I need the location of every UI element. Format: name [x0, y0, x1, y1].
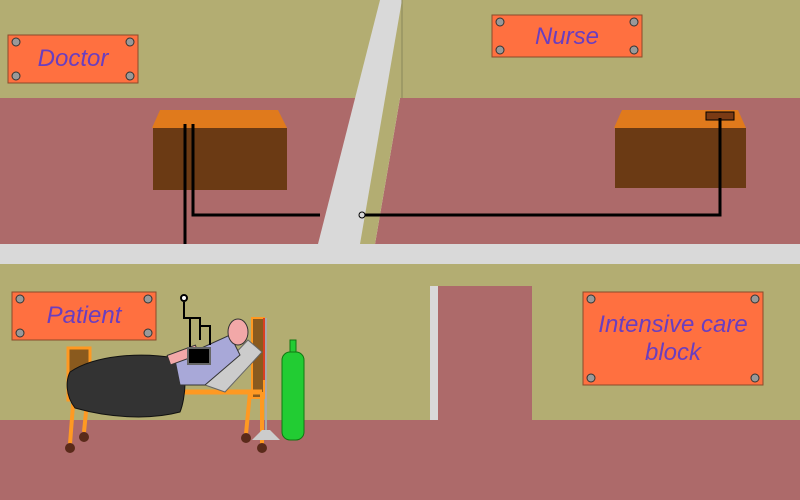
doctor-sign-label: Doctor — [38, 45, 110, 72]
screw-icon — [143, 294, 153, 304]
doctor-desk — [152, 110, 287, 190]
screw-icon — [11, 37, 21, 47]
doctor-sign: Doctor — [7, 34, 139, 84]
icu-door-frame — [430, 286, 438, 420]
icu-sign-label-line2: block — [645, 339, 703, 366]
patient-sign-plate — [11, 291, 157, 341]
patient-room-floor — [0, 420, 800, 500]
nurse-desk-front — [615, 128, 746, 188]
iv-base — [252, 430, 280, 440]
patient-monitor — [180, 294, 211, 365]
monitoring-cables — [183, 118, 722, 244]
screw-icon — [586, 373, 596, 383]
screw-icon — [143, 328, 153, 338]
nurse-sign-plate — [491, 14, 643, 58]
patient-blanket — [66, 354, 186, 418]
monitor-connector — [180, 294, 188, 302]
nurse-desk — [614, 110, 746, 188]
oxygen-tank — [281, 339, 305, 441]
iv-stand — [252, 318, 280, 440]
patient-sign-label: Patient — [47, 302, 123, 329]
icu-doorway — [430, 286, 532, 420]
doctor-sign-plate — [7, 34, 139, 84]
screw-icon — [750, 373, 760, 383]
nurse-cable — [362, 118, 722, 217]
cable-junction — [358, 211, 366, 219]
bed-leg — [244, 391, 252, 435]
screw-icon — [125, 37, 135, 47]
patient-sign: Patient — [11, 291, 157, 341]
screw-icon — [15, 294, 25, 304]
screw-icon — [125, 71, 135, 81]
bed-wheel — [79, 432, 89, 442]
diagonal-corridor — [318, 0, 402, 244]
bed-wheel — [241, 433, 251, 443]
doctor-cable-inner — [191, 124, 320, 217]
screw-icon — [629, 45, 639, 55]
oxygen-tank-body — [281, 351, 305, 441]
monitor-lead — [183, 302, 191, 350]
icu-sign-plate — [582, 291, 764, 386]
screw-icon — [11, 71, 21, 81]
screw-icon — [629, 17, 639, 27]
monitor-lead — [200, 325, 211, 345]
screw-icon — [586, 294, 596, 304]
bed-wheel — [257, 443, 267, 453]
icu-sign-label-line1: Intensive care — [598, 311, 747, 338]
monitor-lead — [190, 317, 201, 340]
nurse-sign: Nurse — [491, 14, 643, 58]
screw-icon — [495, 17, 505, 27]
nurse-sign-label: Nurse — [535, 23, 599, 50]
icu-sign: Intensive care block — [582, 291, 764, 386]
screw-icon — [495, 45, 505, 55]
horizontal-corridor — [0, 244, 800, 264]
doctor-desk-front — [153, 128, 287, 190]
bed-wheel — [65, 443, 75, 453]
patient-head — [227, 318, 249, 346]
oxygen-tank-valve — [289, 339, 297, 353]
screw-icon — [15, 328, 25, 338]
doctor-desk-top — [152, 110, 287, 128]
screw-icon — [750, 294, 760, 304]
bp-cuff — [187, 347, 211, 365]
